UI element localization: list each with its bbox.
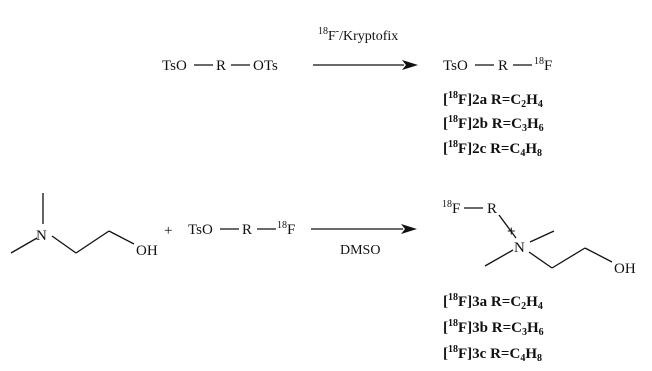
ots-group: OTs [253, 58, 278, 74]
ethyl-bond-2 [551, 247, 586, 269]
reaction-1: TsO R OTs 18F-/Kryptofix TsO R 18F [18F]… [162, 26, 552, 159]
r-group: R [487, 201, 497, 217]
fluorine-18-atom: 18F [534, 56, 552, 74]
methyl-bond-left [10, 237, 38, 254]
anion-charge: - [336, 26, 339, 37]
nitrogen-atom: N [36, 228, 47, 244]
dmso-solvent-label: DMSO [340, 243, 380, 258]
compound-label-3b: [18F]3b R=C3H6 [443, 318, 544, 338]
ethyl-bond-1 [51, 235, 77, 254]
ditosylate-reactant: TsO R OTs [162, 58, 278, 74]
r-group: R [242, 222, 252, 238]
methyl-bond-right [529, 230, 555, 243]
ethyl-bond-2 [75, 230, 110, 254]
c-o-bond [108, 230, 135, 245]
tso-group: TsO [443, 58, 468, 74]
positive-charge: + [507, 224, 516, 240]
fluoro-tosylate-reactant: TsO R 18F [188, 220, 295, 238]
nitrogen-atom: N [514, 240, 525, 256]
tso-group: TsO [188, 222, 213, 238]
compound-label-2c: [18F]2c R=C4H8 [443, 139, 542, 159]
isotope-mass: 18 [318, 26, 328, 37]
reaction-arrow-2 [311, 224, 417, 234]
reaction-arrow-1 [313, 60, 418, 70]
compound-label-2b: [18F]2b R=C3H6 [443, 114, 544, 134]
kryptofix-name: /Kryptofix [339, 29, 398, 44]
compound-labels-2: [18F]2a R=C2H4 [18F]2b R=C3H6 [18F]2c R=… [443, 90, 544, 159]
r-group: R [216, 58, 226, 74]
compound-labels-3: [18F]3a R=C2H4 [18F]3b R=C3H6 [18F]3c R=… [443, 292, 544, 364]
fluoro-tosylate-product: TsO R 18F [443, 56, 552, 74]
r-group: R [498, 58, 508, 74]
tso-group: TsO [162, 58, 187, 74]
fluorine-18-atom: 18F [277, 220, 295, 238]
fluorine-18-atom: 18F [442, 199, 460, 217]
hydroxyl-group: OH [136, 243, 158, 259]
compound-label-3c: [18F]3c R=C4H8 [443, 344, 542, 364]
compound-label-3a: [18F]3a R=C2H4 [443, 292, 543, 312]
dimethylethanolamine-structure: N OH [10, 193, 158, 259]
methyl-bond-left [484, 249, 514, 267]
fluorocholine-product-structure: 18F R + N OH [442, 199, 636, 277]
ethyl-bond-1 [528, 251, 553, 269]
reaction-2: N OH + TsO R 18F DMSO 18F R + N [10, 193, 636, 364]
hydroxyl-group: OH [614, 261, 636, 277]
c-o-bond [584, 247, 613, 263]
plus-sign: + [164, 223, 172, 239]
fluoride-kryptofix-reagent: 18F-/Kryptofix [318, 26, 398, 44]
r-n-bond [498, 214, 517, 239]
fluoride-symbol: F [328, 29, 336, 44]
compound-label-2a: [18F]2a R=C2H4 [443, 90, 543, 110]
